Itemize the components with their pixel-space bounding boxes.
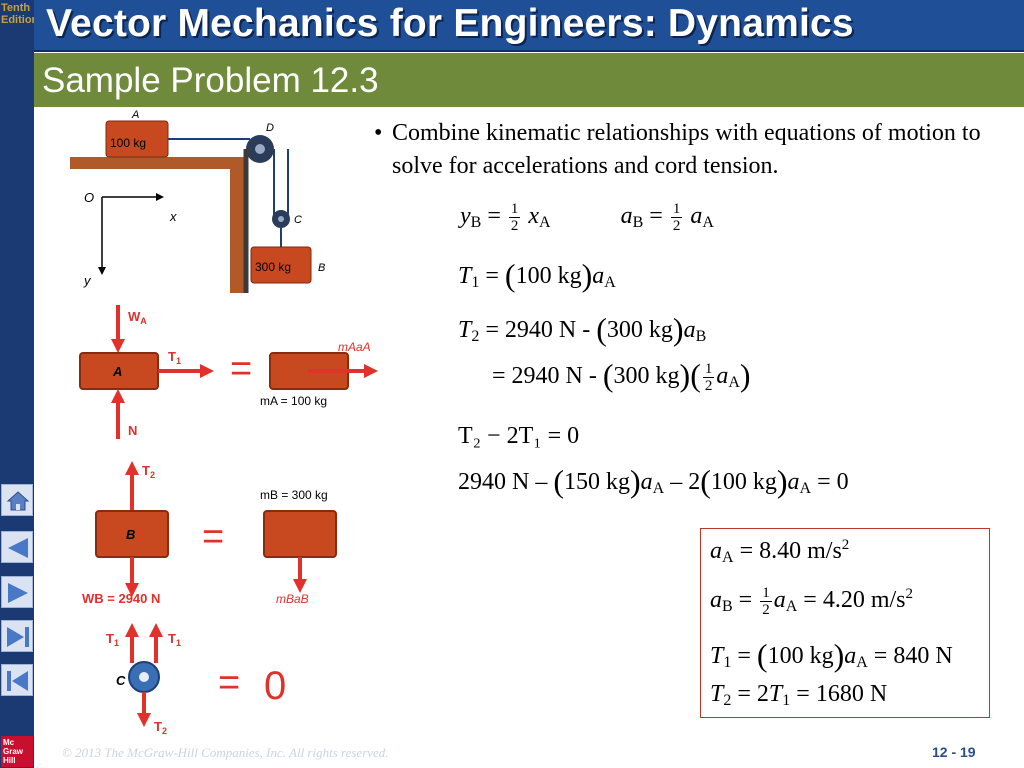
label-b: B <box>318 262 325 274</box>
result-t2: T2 = 2T1 = 1680 N <box>710 681 888 709</box>
axis-y-label: y <box>83 273 92 288</box>
free-body-diagram-a: WA A T1 N = mAaA mA = 100 kg <box>79 305 378 439</box>
result-a-a: aA = 8.40 m/s2 <box>710 537 850 566</box>
equation-combined: 2940 N – (150 kg)aA – 2(100 kg)aA = 0 <box>458 463 849 499</box>
results-box <box>700 528 990 718</box>
fbd-a-equals: = <box>230 348 252 390</box>
block-b-mass: 300 kg <box>255 260 291 274</box>
subtitle-bar: Sample Problem 12.3 <box>34 53 1024 107</box>
page-number: 12 - 19 <box>932 744 976 760</box>
result-t1: T1 = (100 kg)aA = 840 N <box>710 637 953 673</box>
free-body-diagram-c: T1 T1 C T2 = 0 <box>106 623 286 736</box>
equation-pulley: T₂ − 2T₁ = 0 <box>458 423 580 449</box>
block-a-mass: 100 kg <box>110 136 146 150</box>
tension-t1-right-label: T1 <box>168 631 181 648</box>
side-navigation: Tenth Edition Mc Graw Hill <box>0 0 39 768</box>
inertia-a-label: mAaA <box>338 340 371 354</box>
publisher-logo: Mc Graw Hill <box>1 736 33 767</box>
axis-origin-label: O <box>84 190 94 205</box>
block-b <box>250 246 312 284</box>
tension-t2-c-label: T2 <box>154 719 167 736</box>
last-slide-button[interactable] <box>1 620 33 652</box>
previous-slide-button[interactable] <box>1 531 33 563</box>
label-c: C <box>294 214 302 226</box>
fbd-b-equals: = <box>202 516 224 558</box>
mass-a-label: mA = 100 kg <box>260 394 327 408</box>
free-body-diagram-b: T2 B WB = 2940 N = mB = 300 kg mBaB <box>82 461 337 606</box>
pulley-c-label: C <box>116 673 126 688</box>
label-d: D <box>266 122 274 134</box>
block-b-kinetic <box>263 510 337 558</box>
title-bar: Vector Mechanics for Engineers: Dynamics <box>34 0 1024 52</box>
home-button[interactable] <box>1 484 33 516</box>
bullet-icon: • <box>374 120 383 146</box>
pulley-system-figure: 100 kg A D C 300 kg B O x y <box>70 107 376 293</box>
equation-t2: T2 = 2940 N - (300 kg)aB <box>458 311 707 347</box>
tension-t1-left-label: T1 <box>106 631 119 648</box>
equation-t1: T1 = (100 kg)aA <box>458 257 616 293</box>
edition-label: Tenth Edition <box>1 2 39 26</box>
fbd-c-equals: = <box>218 662 240 704</box>
copyright-footer: © 2013 The McGraw-Hill Companies, Inc. A… <box>62 745 389 760</box>
slide-content: 100 kg A D C 300 kg B O x y WA A <box>34 107 1024 768</box>
next-slide-button[interactable] <box>1 576 33 608</box>
block-a-fbd-label: A <box>112 364 122 379</box>
tension-t1-label: T1 <box>168 349 181 366</box>
inertia-b-label: mBaB <box>276 592 309 606</box>
page-subtitle: Sample Problem 12.3 <box>42 61 379 100</box>
axis-x-label: x <box>169 209 177 224</box>
tension-t2-label: T2 <box>142 463 155 480</box>
fbd-c-zero: 0 <box>264 664 286 708</box>
block-b-fbd-label: B <box>126 527 135 542</box>
label-a: A <box>131 109 139 121</box>
weight-a-label: WA <box>128 309 147 326</box>
weight-b-label: WB = 2940 N <box>82 591 160 606</box>
bullet-text: • Combine kinematic relationships with e… <box>374 117 1012 183</box>
page-title: Vector Mechanics for Engineers: Dynamics <box>46 2 854 45</box>
return-button[interactable] <box>1 664 33 696</box>
normal-force-label: N <box>128 423 137 438</box>
mass-b-label: mB = 300 kg <box>260 488 328 502</box>
